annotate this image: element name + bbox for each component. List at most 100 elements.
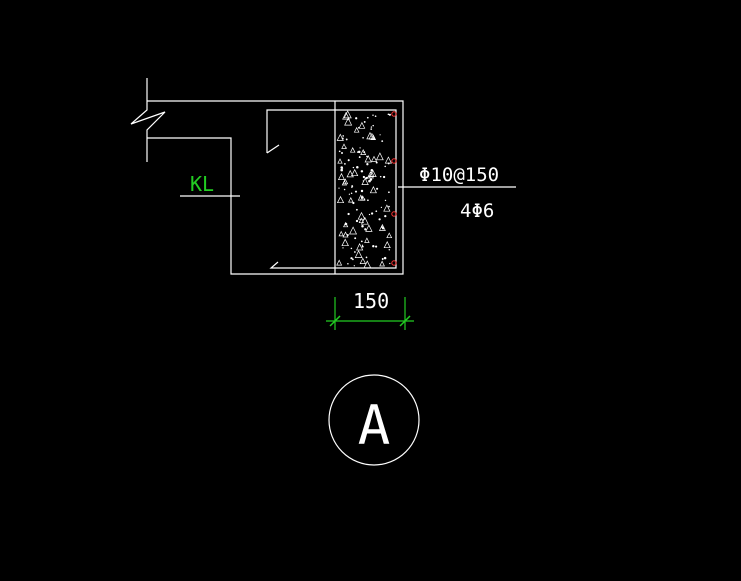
dimension-tick-right (399, 315, 411, 327)
concrete-aggregate (341, 152, 343, 154)
concrete-aggregate (353, 265, 355, 267)
concrete-aggregate (341, 180, 348, 186)
concrete-aggregate (353, 126, 360, 133)
concrete-aggregate (384, 214, 387, 218)
concrete-aggregate (365, 256, 368, 259)
concrete-aggregate (368, 213, 371, 216)
concrete-aggregate (360, 216, 369, 225)
concrete-aggregate (346, 233, 349, 237)
concrete-aggregate (388, 249, 391, 251)
concrete-aggregate (370, 126, 373, 128)
concrete-aggregate (380, 206, 383, 209)
concrete-aggregate (369, 178, 373, 181)
concrete-aggregate (351, 186, 353, 189)
concrete-aggregate (370, 155, 378, 162)
concrete-aggregate (369, 171, 375, 177)
concrete-aggregate (370, 128, 373, 130)
concrete-aggregate (359, 147, 361, 149)
concrete-aggregate (360, 170, 364, 173)
concrete-aggregate (375, 152, 384, 161)
concrete-aggregate (336, 133, 344, 141)
concrete-aggregate (388, 191, 390, 194)
concrete-aggregate (379, 175, 382, 178)
concrete-aggregate (341, 143, 347, 149)
concrete-aggregate (389, 262, 391, 265)
rebar-dot (391, 211, 397, 217)
concrete-aggregate (354, 237, 357, 240)
concrete-aggregate (348, 197, 354, 203)
concrete-aggregate (378, 223, 386, 231)
concrete-aggregate (337, 158, 343, 164)
concrete-aggregate (368, 132, 376, 140)
concrete-aggregate (354, 250, 363, 258)
concrete-aggregate (365, 176, 368, 180)
concrete-aggregate (357, 150, 361, 154)
break-line (130, 78, 166, 162)
concrete-aggregate (369, 186, 377, 194)
concrete-aggregate (338, 187, 340, 189)
concrete-aggregate (346, 169, 354, 178)
rebar-dots (391, 111, 397, 266)
concrete-aggregate (364, 155, 372, 163)
concrete-aggregate (344, 222, 348, 226)
concrete-aggregate (375, 161, 378, 164)
concrete-aggregate (384, 156, 392, 164)
concrete-aggregate (381, 258, 384, 260)
concrete-aggregate (356, 165, 359, 169)
concrete-aggregate (378, 218, 381, 221)
concrete-aggregate (388, 113, 391, 116)
concrete-aggregate (350, 247, 353, 250)
concrete-aggregate (370, 212, 374, 215)
rebar-dot (391, 111, 397, 117)
concrete-aggregate (362, 136, 364, 139)
concrete-aggregate (363, 260, 372, 269)
concrete-aggregate (344, 163, 346, 165)
concrete-aggregate (365, 224, 373, 232)
concrete-aggregate (355, 219, 359, 223)
concrete-aggregate (340, 166, 343, 169)
concrete-aggregate (343, 110, 352, 119)
concrete-aggregate (349, 226, 358, 235)
concrete-aggregate (384, 199, 387, 202)
concrete-aggregate (364, 228, 367, 231)
concrete-aggregate (359, 257, 367, 264)
concrete-aggregate (366, 116, 369, 119)
concrete-aggregate (341, 238, 349, 247)
concrete-aggregate (347, 263, 349, 265)
rebar-dot (391, 260, 397, 266)
dimension-value: 150 (353, 289, 389, 313)
concrete-aggregate (383, 204, 391, 212)
concrete-aggregate (388, 205, 390, 208)
concrete-aggregate (342, 135, 345, 137)
concrete-aggregate (360, 149, 367, 155)
concrete-aggregate (374, 115, 377, 118)
concrete-aggregate (337, 172, 345, 180)
concrete-aggregate (341, 137, 344, 140)
concrete-aggregate (360, 196, 364, 199)
concrete-aggregate (382, 175, 386, 179)
concrete-aggregate (381, 140, 384, 142)
concrete-aggregate (354, 190, 358, 193)
concrete-aggregate (364, 237, 370, 243)
concrete-aggregate (387, 113, 390, 116)
concrete-aggregate (366, 171, 374, 179)
concrete-aggregate (383, 256, 387, 260)
concrete-aggregate (379, 134, 381, 136)
concrete-aggregate (375, 210, 378, 213)
concrete-aggregate (338, 230, 344, 237)
concrete-aggregate (366, 155, 368, 158)
stirrup-hook (266, 144, 280, 154)
concrete-aggregate (370, 169, 374, 172)
concrete-aggregate (386, 232, 393, 239)
concrete-aggregate (350, 257, 353, 260)
slab-top-edge (147, 100, 404, 275)
rebar-dot (391, 158, 397, 164)
concrete-aggregate (356, 243, 364, 251)
concrete-aggregate (343, 188, 346, 191)
concrete-aggregate (361, 244, 364, 246)
concrete-aggregate (361, 225, 364, 228)
concrete-aggregate (370, 171, 372, 174)
concrete-aggregate (360, 240, 363, 243)
concrete-aggregate (376, 187, 379, 190)
